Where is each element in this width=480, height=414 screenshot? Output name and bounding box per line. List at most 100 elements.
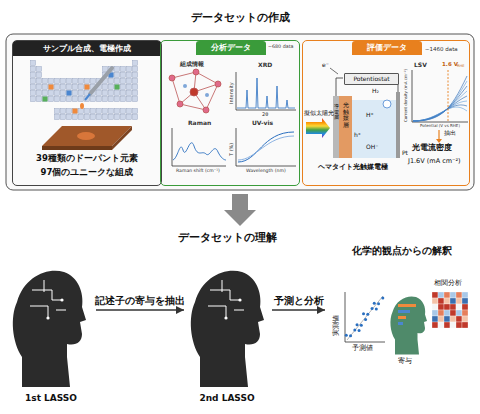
scatter-plot [345,292,385,342]
count-note: ~680 data [268,44,294,49]
head-1 [13,271,86,387]
raman-plot [172,128,226,166]
data-point [356,323,359,326]
data-point [353,329,356,332]
lsv-curve [413,91,467,121]
axis-label: 実測値 [333,315,341,336]
heatmap-cell [438,310,444,316]
heatmap-cell [456,316,462,322]
head-label: 1st LASSO [8,394,94,404]
data-point [364,318,367,321]
panel-note: 39種類のドーパント元素 [13,154,161,163]
axis-label: Wavelength (nm) [246,168,286,173]
group-heading: 化学的観点からの解釈 [325,245,479,256]
charge-label: e⁻ [322,62,329,69]
uvvis-plot [236,128,296,166]
lasso-head: 1st LASSO [8,258,96,408]
panel-header: 分析データ [196,41,266,55]
layer-label: 導電層 [334,104,339,121]
heatmap-cell [450,310,456,316]
crystal-structure [169,69,221,113]
pipette [80,68,112,109]
lsv-curve [413,105,467,121]
data-point [371,307,374,310]
data-point [366,313,369,316]
layer-label: 光触媒層 [343,102,349,128]
lsv-curve [413,101,467,121]
data-point [362,312,365,315]
data-point [358,329,361,332]
electrode-caption: ヘマタイト光触媒電極 [318,164,388,172]
heatmap-cell [462,316,468,322]
heatmap-cell [450,298,456,304]
step-label: 抽出 [444,130,456,137]
connector-arrow [272,309,325,311]
plot-title: UV-vis [252,120,273,127]
heatmap-cell [444,310,450,316]
lasso-head: 2nd LASSO [184,258,272,408]
panel-header: サンプル合成、電極作成 [13,41,161,56]
heatmap-cell [444,322,450,328]
heatmap-cell [444,298,450,304]
heatmap-cell [444,304,450,310]
axis-label: Current density (mA cm⁻²) [404,69,408,122]
heatmap-cell [450,304,456,310]
heatmap-cell [432,310,438,316]
data-point [381,297,384,300]
value-label: 1.6 V [442,61,458,67]
down-arrow [224,194,256,226]
plot-title: XRD [258,62,272,69]
chart-label: 相関分析 [434,280,462,288]
heatmap-cell [444,316,450,322]
heatmap-cell [438,292,444,298]
heatmap-cell [444,292,450,298]
lsv-curve [413,107,467,121]
count-note: ~1460 data [425,46,458,52]
quantity-label: 光電流密度 [412,144,452,153]
axis-label: Raman shift (cm⁻¹) [176,168,220,173]
heatmap-cell [462,292,468,298]
quantity-unit: J1.6V (mA cm⁻²) [408,158,461,165]
head-2 [191,271,264,387]
lsv-curve [413,81,467,121]
panel-note: 97個のユニークな組成 [13,168,161,177]
species-label: h⁺ [354,132,361,139]
heatmap-cell [438,316,444,322]
value-subscript: RHE [457,65,464,69]
heatmap-cell [450,292,456,298]
heatmap [432,292,468,328]
plot-title: LSV [414,62,427,69]
lsv-curve [413,76,467,121]
axis-label: T (%) [229,143,235,156]
light-label: 擬似太陽光 [304,110,334,116]
panel-header: 評価データ [352,41,422,55]
chart-label: 寄与 [398,358,412,366]
heatmap-cell [462,304,468,310]
interpretation-group: 化学的観点からの解釈 [325,245,480,405]
plot-title: 組成情報 [180,61,204,68]
edge-label: 予測と分析 [273,295,325,306]
heatmap-cell [432,322,438,328]
axis-label: 予測値 [352,345,373,353]
xrd-plot [236,72,296,110]
heatmap-cell [456,310,462,316]
heatmap-cell [462,310,468,316]
heatmap-cell [456,304,462,310]
lsv-curve [413,86,467,121]
contribution-head [390,296,427,354]
heatmap-cell [438,298,444,304]
heatmap-cell [456,322,462,328]
heatmap-cell [462,298,468,304]
heatmap-cell [456,292,462,298]
heatmap-cell [450,316,456,322]
species-label: H⁺ [366,112,374,119]
axis-label: Intensity [229,82,235,104]
electrode-plate [42,126,132,150]
data-point [377,302,380,305]
section-heading: データセットの理解 [178,232,277,244]
potentiostat-box: Potentiostat [344,73,399,85]
axis-label: 2θ [262,112,268,118]
species-label: H₂ [372,88,379,95]
